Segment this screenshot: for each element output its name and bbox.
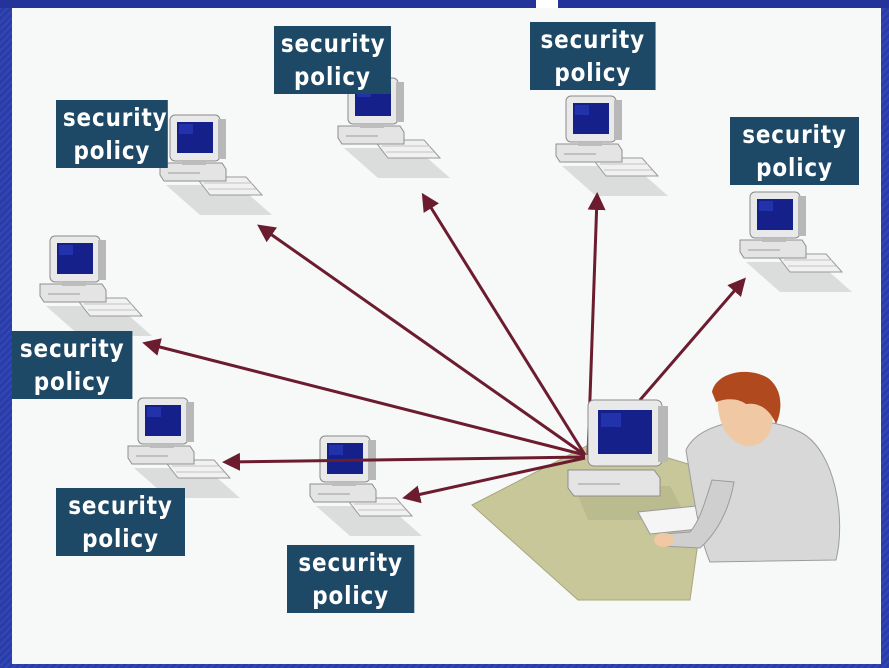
security-policy-label-1: security policy <box>56 100 168 168</box>
label-line-1: security <box>280 29 386 58</box>
label-line-2: policy <box>294 62 371 91</box>
label-line-2: policy <box>73 136 151 165</box>
title-bar-strip <box>0 0 889 8</box>
arrow-6 <box>222 452 586 471</box>
label-line-1: security <box>742 120 847 149</box>
label-line-1: security <box>540 25 646 54</box>
label-line-2: policy <box>554 58 632 87</box>
computer-icon-6 <box>127 397 241 499</box>
security-policy-label-6: security policy <box>56 488 185 556</box>
arrow-7 <box>402 456 586 504</box>
label-line-2: policy <box>756 153 833 182</box>
label-line-2: policy <box>82 524 159 553</box>
security-policy-label-5: security policy <box>12 331 133 399</box>
computer-icon-1 <box>159 114 273 216</box>
security-policy-label-4: security policy <box>730 117 859 185</box>
security-policy-label-2: security policy <box>274 26 391 94</box>
label-line-2: policy <box>33 367 111 396</box>
label-line-1: security <box>62 103 168 132</box>
computer-icon-7 <box>309 435 423 537</box>
label-line-2: policy <box>312 581 390 610</box>
label-line-1: security <box>298 548 403 577</box>
security-policy-label-3: security policy <box>530 22 656 90</box>
arrow-5 <box>142 338 586 457</box>
arrows <box>142 192 746 504</box>
arrow-1 <box>257 224 586 457</box>
computer-icon-5 <box>39 235 153 337</box>
label-line-1: security <box>19 334 125 363</box>
arrow-4 <box>638 277 746 401</box>
computer-icon-3 <box>555 95 669 197</box>
security-policy-label-7: security policy <box>287 545 415 613</box>
label-line-1: security <box>68 491 173 520</box>
administrator-figure <box>654 371 841 563</box>
admin-computer-icon <box>567 399 729 535</box>
arrow-2 <box>421 192 587 456</box>
computer-icon-4 <box>739 191 853 293</box>
